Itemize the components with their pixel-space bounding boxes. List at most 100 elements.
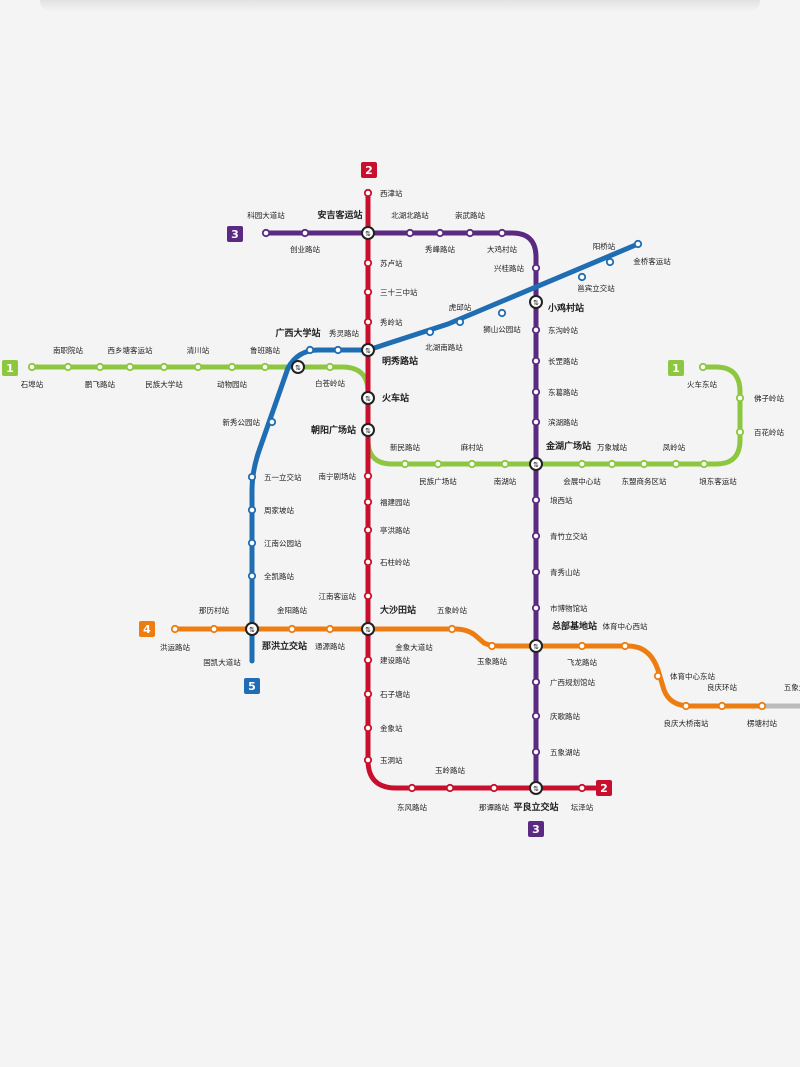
station-dot-shibu[interactable] (27, 362, 37, 372)
station-dot-baicang[interactable] (325, 362, 335, 372)
station-dot-yuling[interactable] (445, 783, 455, 793)
station-dot-minzudaxue[interactable] (159, 362, 169, 372)
station-dot-tuofei[interactable] (95, 362, 105, 372)
station-dot-quankai[interactable] (247, 571, 257, 581)
station-dot-dongwuyuan[interactable] (227, 362, 237, 372)
station-dot-xinmin[interactable] (400, 459, 410, 469)
station-dot-nanningjuchang[interactable] (363, 471, 373, 481)
station-dot-huqiu[interactable] (455, 317, 465, 327)
station-dot-wuxianghu[interactable] (531, 747, 541, 757)
station-dot-wuyi[interactable] (247, 472, 257, 482)
transfer-node-guangxida1[interactable]: ⇅ (291, 360, 305, 374)
station-dot-shigui[interactable] (363, 557, 373, 567)
transfer-node-chaoyang[interactable]: ⇅ (361, 423, 375, 437)
station-dot-dongmeng[interactable] (639, 459, 649, 469)
station-dot-jiangnangongyuan[interactable] (247, 538, 257, 548)
station-dot-jinyang[interactable] (287, 624, 297, 634)
station-dot-minzuguangchang[interactable] (433, 459, 443, 469)
station-dot-jinxiang[interactable] (363, 723, 373, 733)
station-dot-xingui[interactable] (531, 263, 541, 273)
station-dot-daji[interactable] (497, 228, 507, 238)
station-dot-guangda[interactable] (305, 345, 315, 355)
line-badge-b5-bottom[interactable]: 5 (244, 678, 260, 694)
station-dot-shigong[interactable] (497, 308, 507, 318)
station-dot-tanze[interactable] (577, 783, 587, 793)
station-dot-wenwu[interactable] (465, 228, 475, 238)
station-dot-jiangnanke[interactable] (363, 591, 373, 601)
station-dot-nalicun[interactable] (209, 624, 219, 634)
station-dot-huochedong[interactable] (698, 362, 708, 372)
station-dot-fujian[interactable] (363, 497, 373, 507)
station-dot-binhu[interactable] (531, 417, 541, 427)
station-dot-nanning[interactable] (63, 362, 73, 372)
station-dot-zhanqiao[interactable] (577, 272, 587, 282)
station-dot-guangxiguihua[interactable] (531, 677, 541, 687)
station-dot-xijin[interactable] (363, 188, 373, 198)
station-dot-changgang[interactable] (531, 356, 541, 366)
station-dot-yangqiao[interactable] (605, 257, 615, 267)
station-dot-jinqiao[interactable] (633, 239, 643, 249)
station-dot-suxu[interactable] (363, 258, 373, 268)
station-dot-nandong[interactable] (699, 459, 709, 469)
transfer-node-mingxiu[interactable]: ⇅ (361, 343, 375, 357)
station-dot-tiyuzhongxinxi[interactable] (620, 641, 630, 651)
transfer-node-jinhu[interactable]: ⇅ (529, 457, 543, 471)
transfer-node-zongbu[interactable]: ⇅ (529, 639, 543, 653)
line-badge-b1-right[interactable]: 1 (668, 360, 684, 376)
line-badge-b1-left[interactable]: 1 (2, 360, 18, 376)
station-dot-baihua[interactable] (735, 427, 745, 437)
transfer-node-nahong[interactable]: ⇅ (245, 622, 259, 636)
station-dot-tinghong[interactable] (363, 525, 373, 535)
station-dot-keyuan[interactable] (261, 228, 271, 238)
station-dot-banxia[interactable] (757, 701, 767, 711)
station-dot-hongyun[interactable] (170, 624, 180, 634)
station-dot-fengling[interactable] (671, 459, 681, 469)
station-dot-yudong[interactable] (363, 755, 373, 765)
station-dot-huizhan[interactable] (577, 459, 587, 469)
station-dot-xiufeng[interactable] (435, 228, 445, 238)
station-dot-shizitang[interactable] (363, 689, 373, 699)
station-dot-qingxiushan[interactable] (531, 567, 541, 577)
line-badge-b3-bottom[interactable]: 3 (528, 821, 544, 837)
station-dot-beihubei[interactable] (405, 228, 415, 238)
station-dot-xixiang[interactable] (125, 362, 135, 372)
station-dot-wuxiangling[interactable] (447, 624, 457, 634)
station-dot-xinxiu[interactable] (267, 417, 277, 427)
station-dot-nanhu[interactable] (500, 459, 510, 469)
station-dot-liangqinghuan[interactable] (717, 701, 727, 711)
station-dot-langxi[interactable] (531, 495, 541, 505)
station-dot-zhoujia[interactable] (247, 505, 257, 515)
station-dot-xiuling2[interactable] (333, 345, 343, 355)
transfer-node-anji[interactable]: ⇅ (361, 226, 375, 240)
station-dot-fozi[interactable] (735, 393, 745, 403)
station-dot-yuxiang[interactable] (487, 641, 497, 651)
station-dot-qingchuan[interactable] (193, 362, 203, 372)
line-badge-b3-left[interactable]: 3 (227, 226, 243, 242)
line-badge-b2-top[interactable]: 2 (361, 162, 377, 178)
station-dot-jianshe[interactable] (363, 655, 373, 665)
station-dot-beihunan[interactable] (425, 327, 435, 337)
station-dot-liangqingdaqiao[interactable] (681, 701, 691, 711)
line-badge-b4-left[interactable]: 4 (139, 621, 155, 637)
station-dot-tongyun[interactable] (325, 624, 335, 634)
station-dot-qingzhu[interactable] (531, 531, 541, 541)
line-badge-b2-bottom[interactable]: 2 (596, 780, 612, 796)
transfer-node-huoche[interactable]: ⇅ (361, 391, 375, 405)
station-dot-qinggele[interactable] (531, 711, 541, 721)
station-dot-feilong[interactable] (577, 641, 587, 651)
station-dot-bowuguan[interactable] (531, 603, 541, 613)
station-dot-dongge[interactable] (531, 387, 541, 397)
station-dot-xiuling[interactable] (363, 317, 373, 327)
station-dot-sanshisan[interactable] (363, 287, 373, 297)
station-dot-chuangye[interactable] (300, 228, 310, 238)
station-dot-wanxiang[interactable] (607, 459, 617, 469)
station-dot-dongfeng[interactable] (407, 783, 417, 793)
transfer-node-xiaoji[interactable]: ⇅ (529, 295, 543, 309)
transfer-node-pingliang[interactable]: ⇅ (529, 781, 543, 795)
station-dot-naqi[interactable] (489, 783, 499, 793)
station-dot-dongdou[interactable] (531, 325, 541, 335)
station-dot-macun[interactable] (467, 459, 477, 469)
station-dot-tiyudong[interactable] (653, 671, 663, 681)
transfer-node-dashatian[interactable]: ⇅ (361, 622, 375, 636)
station-dot-lubanlu[interactable] (260, 362, 270, 372)
